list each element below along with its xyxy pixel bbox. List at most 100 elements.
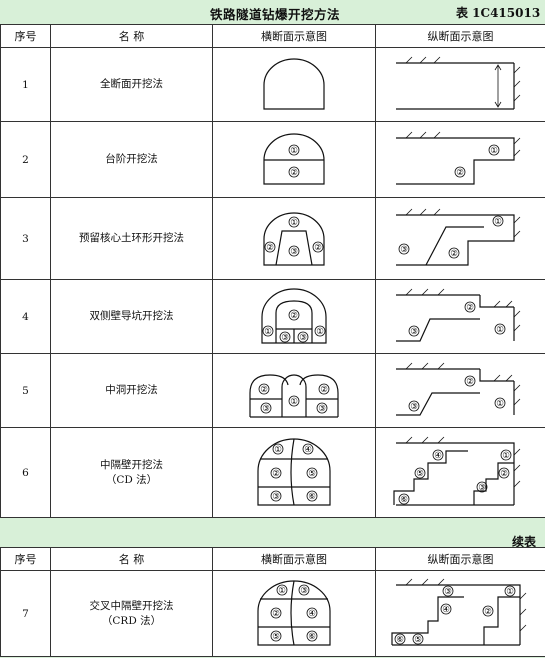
mark-1: ① (496, 399, 504, 409)
table-row: 3 预留核心土环形开挖法 ① ② ② ③ (0, 197, 545, 280)
table-header-row: 序号 名 称 横断面示意图 纵断面示意图 (0, 547, 545, 571)
mark-3: ③ (444, 587, 452, 597)
mark-3: ③ (299, 333, 307, 343)
table-row: 5 中洞开挖法 ② ② ① ③ ③ (0, 353, 545, 428)
mark-2: ② (272, 469, 280, 479)
table-row: 4 双侧壁导坑开挖法 ② ① ① ③ ③ (0, 279, 545, 354)
method-name-cell: 中隔壁开挖法 （CD 法） (50, 427, 213, 518)
mark-6: ⑥ (400, 495, 408, 505)
longitudinal-crd-method: ③ ① ④ ② ⑥ ⑤ (390, 578, 526, 646)
longitudinal-core-soil: ① ② ③ (395, 208, 520, 266)
document-title: 铁路隧道钻爆开挖方法 (210, 7, 341, 22)
mark-3: ③ (410, 327, 418, 337)
mark-2: ② (266, 243, 274, 253)
mark-5: ⑤ (272, 632, 280, 642)
row-num: 3 (0, 197, 51, 280)
mark-2: ② (450, 249, 458, 259)
mark-1: ① (290, 397, 298, 407)
mark-6: ⑥ (396, 635, 404, 645)
mark-2: ② (500, 469, 508, 479)
mark-3: ③ (290, 247, 298, 257)
mark-3: ③ (478, 483, 486, 493)
method-name-cell: 交叉中隔壁开挖法 （CRD 法） (50, 570, 213, 657)
mark-1: ① (316, 327, 324, 337)
cross-section-full-face (263, 57, 325, 110)
mark-1: ① (496, 325, 504, 335)
longitudinal-bench: ① ② (395, 131, 520, 185)
longitudinal-cell: ③ ① ④ ② ⑥ ⑤ (375, 570, 545, 657)
cross-section-cell: ② ① ① ③ ③ (212, 279, 376, 354)
longitudinal-double-side-drift: ② ③ ① (395, 288, 520, 342)
header-longitudinal: 纵断面示意图 (375, 547, 545, 571)
header-num: 序号 (0, 24, 51, 48)
mark-1: ① (494, 217, 502, 227)
table-row: 6 中隔壁开挖法 （CD 法） ① ④ ② ⑤ ③ ⑥ (0, 427, 545, 518)
mark-2: ② (314, 243, 322, 253)
method-name: 中隔壁开挖法 (100, 458, 163, 471)
table-code: 表 1C415013 (456, 6, 541, 20)
mark-3: ③ (400, 245, 408, 255)
mark-5: ⑤ (414, 635, 422, 645)
mark-3: ③ (281, 333, 289, 343)
mark-4: ④ (434, 451, 442, 461)
row-num: 5 (0, 353, 51, 428)
excavation-methods-table: 序号 名 称 横断面示意图 纵断面示意图 1 全断面开挖法 (0, 24, 545, 518)
method-name-abbr: （CD 法） (105, 473, 158, 486)
document-title-bar: 铁路隧道钻爆开挖方法 表 1C415013 (0, 4, 545, 24)
row-num: 2 (0, 121, 51, 198)
method-name: 台阶开挖法 (50, 121, 213, 198)
header-name: 名 称 (50, 24, 213, 48)
mark-5: ⑤ (308, 469, 316, 479)
row-num: 4 (0, 279, 51, 354)
excavation-methods-table-continued: 序号 名 称 横断面示意图 纵断面示意图 7 交叉中隔壁开挖法 （CRD 法） … (0, 547, 545, 657)
longitudinal-cd-method: ④ ① ⑤ ② ⑥ ③ (392, 436, 520, 506)
cross-section-cell: ① ② ② ③ (212, 197, 376, 280)
mark-2: ② (290, 311, 298, 321)
mark-3: ③ (318, 404, 326, 414)
method-name: 全断面开挖法 (50, 47, 213, 122)
longitudinal-cell: ② ③ ① (375, 279, 545, 354)
longitudinal-cell (375, 47, 545, 122)
mark-4: ④ (442, 605, 450, 615)
mark-1: ① (290, 218, 298, 228)
mark-3: ③ (262, 404, 270, 414)
header-num: 序号 (0, 547, 51, 571)
row-num: 7 (0, 570, 51, 657)
mark-1: ① (502, 451, 510, 461)
mark-2: ② (484, 607, 492, 617)
continued-label: 续表 (512, 535, 537, 549)
mark-6: ⑥ (308, 492, 316, 502)
mark-6: ⑥ (308, 632, 316, 642)
mark-2: ② (466, 303, 474, 313)
cross-section-cell: ① ② (212, 121, 376, 198)
header-name: 名 称 (50, 547, 213, 571)
mark-2: ② (272, 609, 280, 619)
table-row: 7 交叉中隔壁开挖法 （CRD 法） ① ③ ② ④ ⑤ (0, 570, 545, 657)
mark-1: ① (506, 587, 514, 597)
mark-1: ① (290, 146, 298, 156)
cross-section-bench: ① ② (263, 132, 325, 185)
mark-1: ① (274, 445, 282, 455)
longitudinal-center-drift: ② ③ ① (395, 362, 520, 416)
header-cross-section: 横断面示意图 (212, 547, 376, 571)
cross-section-cell (212, 47, 376, 122)
cross-section-double-side-drift: ② ① ① ③ ③ (261, 287, 327, 344)
header-cross-section: 横断面示意图 (212, 24, 376, 48)
header-longitudinal: 纵断面示意图 (375, 24, 545, 48)
longitudinal-cell: ① ② (375, 121, 545, 198)
table-row: 1 全断面开挖法 (0, 47, 545, 122)
cross-section-center-drift: ② ② ① ③ ③ (249, 373, 339, 418)
table-header-row: 序号 名 称 横断面示意图 纵断面示意图 (0, 24, 545, 48)
mark-1: ① (278, 586, 286, 596)
row-num: 1 (0, 47, 51, 122)
mark-4: ④ (308, 609, 316, 619)
table-row: 2 台阶开挖法 ① ② ① ② (0, 121, 545, 198)
longitudinal-cell: ④ ① ⑤ ② ⑥ ③ (375, 427, 545, 518)
cross-section-cell: ① ④ ② ⑤ ③ ⑥ (212, 427, 376, 518)
longitudinal-full-face (395, 56, 520, 110)
mark-2: ② (320, 385, 328, 395)
method-name-abbr: （CRD 法） (101, 614, 162, 627)
mark-2: ② (456, 168, 464, 178)
longitudinal-cell: ② ③ ① (375, 353, 545, 428)
row-num: 6 (0, 427, 51, 518)
